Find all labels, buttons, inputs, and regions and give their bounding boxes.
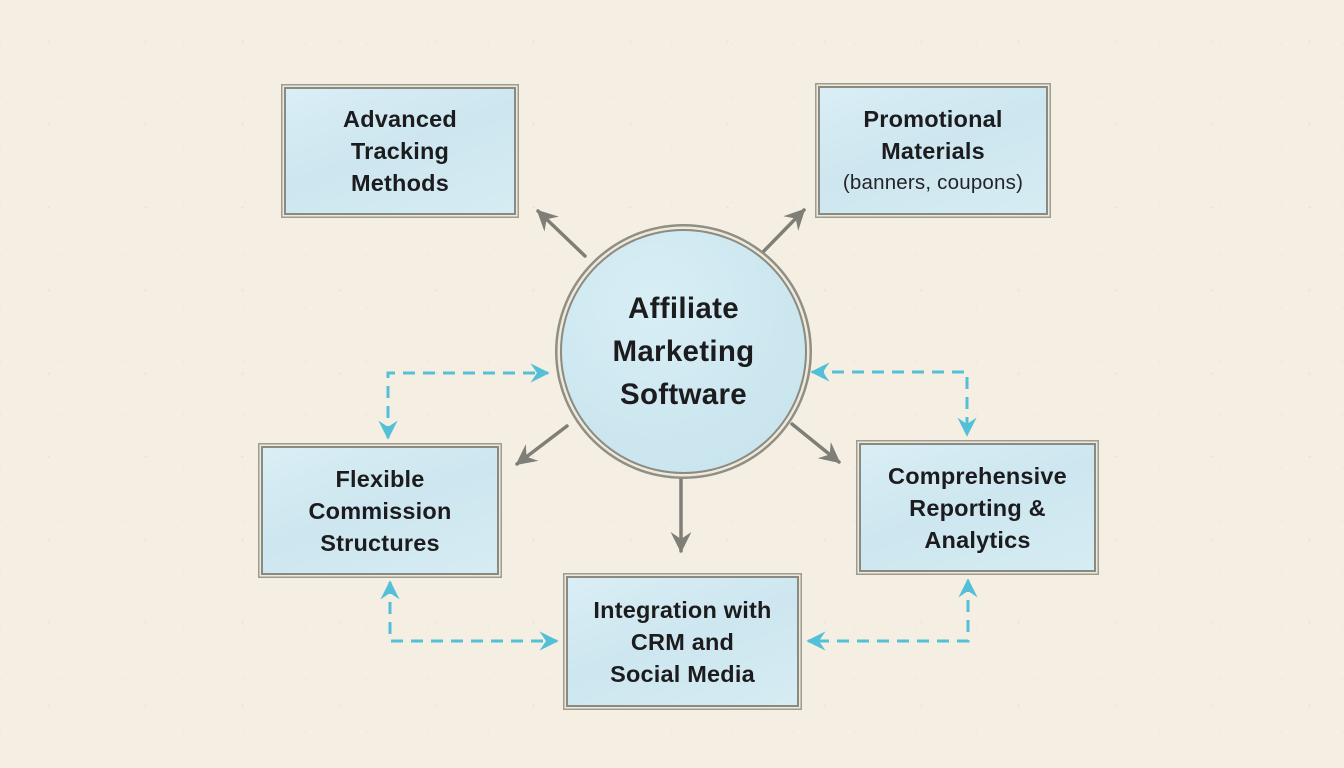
node-label-line: Materials — [881, 138, 985, 164]
node-label-subtitle: (banners, coupons) — [842, 171, 1024, 194]
arrow-center-to-comprehensive-reporting — [790, 422, 841, 464]
node-advanced-tracking-methods: Advanced Tracking Methods — [284, 87, 516, 215]
node-label-line: Social Media — [610, 660, 755, 687]
dashed-comprehensive-reporting-to-integration — [806, 578, 978, 651]
node-label-line: Integration with — [593, 596, 772, 623]
node-label: Comprehensive Reporting & Analytics — [861, 460, 1094, 556]
dashed-flexible-commission-to-center — [378, 363, 550, 440]
node-label-line: Flexible — [335, 465, 425, 492]
node-label-line: Analytics — [924, 526, 1031, 553]
node-integration-crm-social-media: Integration with CRM and Social Media — [566, 576, 799, 707]
node-label-line: Affiliate — [628, 292, 739, 325]
node-label: Flexible Commission Structures — [263, 463, 497, 559]
node-label: Integration with CRM and Social Media — [568, 594, 797, 690]
node-comprehensive-reporting-analytics: Comprehensive Reporting & Analytics — [859, 443, 1096, 572]
node-label-line: Marketing — [612, 335, 755, 368]
arrow-center-to-promotional-materials — [758, 208, 806, 257]
node-label: Affiliate Marketing Software — [612, 287, 754, 416]
arrow-center-to-flexible-commission — [515, 424, 569, 466]
node-label-line: Tracking — [350, 138, 450, 164]
node-label-line: Advanced — [343, 106, 457, 132]
node-label-line: Structures — [320, 529, 440, 556]
dashed-center-to-comprehensive-reporting — [810, 362, 977, 437]
node-label-line: Comprehensive — [888, 462, 1067, 489]
node-label-line: CRM and — [630, 628, 735, 655]
node-flexible-commission-structures: Flexible Commission Structures — [261, 446, 499, 575]
node-label-line: Methods — [350, 170, 449, 196]
node-label: Promotional Materials (banners, coupons) — [820, 103, 1046, 198]
node-promotional-materials: Promotional Materials (banners, coupons) — [818, 86, 1048, 215]
node-label-line: Software — [620, 378, 747, 411]
dashed-flexible-commission-to-integration — [380, 580, 559, 651]
arrow-center-to-advanced-tracking — [536, 209, 587, 258]
node-label-line: Promotional — [863, 106, 1003, 132]
node-label-line: Commission — [308, 497, 452, 524]
node-label-line: Reporting & — [909, 494, 1046, 521]
node-affiliate-marketing-software: Affiliate Marketing Software — [560, 229, 807, 474]
node-label: Advanced Tracking Methods — [286, 103, 514, 199]
